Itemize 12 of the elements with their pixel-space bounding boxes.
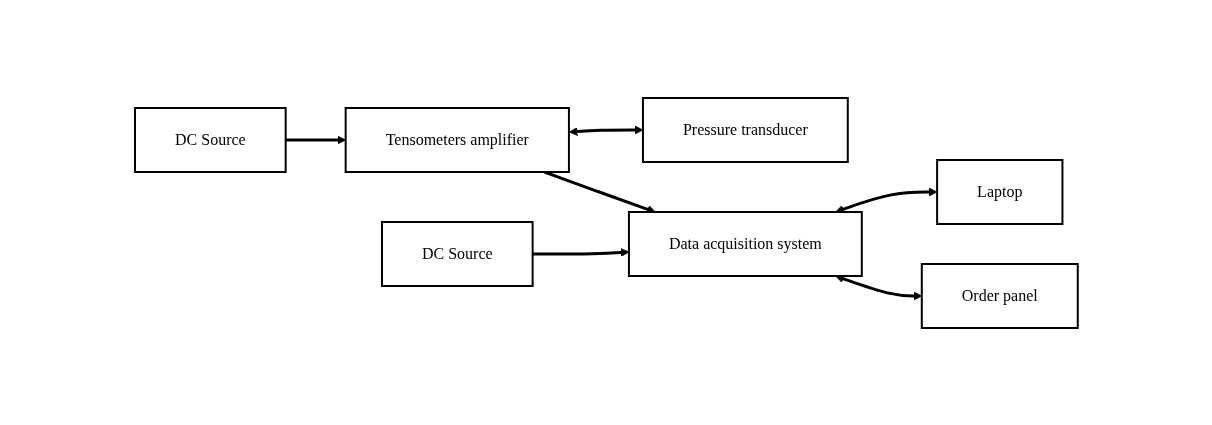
node-box: Laptop (935, 158, 1064, 225)
arrow (568, 125, 643, 136)
node-box: Order panel (920, 262, 1079, 329)
arrow (543, 170, 656, 213)
arrow (835, 274, 922, 300)
node-box: DC Source (133, 106, 287, 173)
node-box: Pressure transducer (641, 96, 849, 163)
node-box: Data acquisition system (627, 210, 863, 277)
arrow (532, 247, 629, 257)
node-box: DC Source (380, 220, 534, 287)
arrow (285, 135, 346, 144)
node-box: Tensometers amplifier (344, 106, 570, 173)
